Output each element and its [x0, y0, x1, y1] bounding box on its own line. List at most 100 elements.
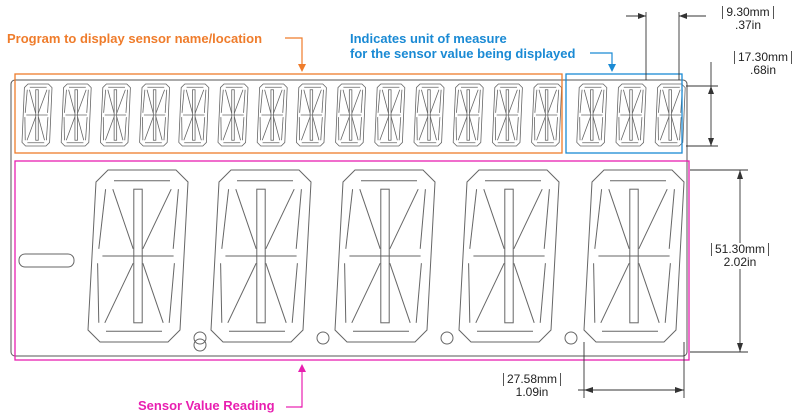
dim-large-width-mm: 27.58mm [502, 373, 562, 386]
large-digit-5-seg-diag-tl [608, 189, 630, 249]
large-digit-1-seg-right-top [172, 189, 179, 249]
small-digit-7-seg-diag-tr [273, 89, 283, 113]
dim-large-width-arrow-r [675, 387, 684, 393]
small-digit-3-seg-vertical [113, 89, 118, 141]
small-digit-13-seg-diag-tl [499, 89, 507, 113]
large-digit-5-seg-right-bottom [664, 263, 671, 323]
small-digit-16-body [615, 83, 647, 147]
small-digit-5 [178, 83, 210, 147]
large-digit-2-seg-left-bottom [220, 263, 223, 323]
small-digit-12-seg-diag-tr [469, 89, 479, 113]
dim-large-height-arrow-b [737, 343, 743, 352]
large-digit-2-dp [316, 331, 330, 345]
large-digit-5-seg-left-bottom [593, 263, 596, 323]
small-digit-16-seg-left-top [618, 89, 622, 113]
small-digit-1-seg-right-bottom [45, 117, 49, 141]
unit-leader [590, 52, 613, 70]
small-digit-16-seg-right-top [641, 89, 644, 113]
small-digit-10-seg-diag-tl [381, 89, 389, 113]
small-digit-13 [491, 83, 523, 147]
small-digit-3-seg-right-top [125, 89, 128, 113]
small-digit-6-seg-diag-tr [234, 89, 244, 113]
large-digit-2-seg-diag-tl [235, 189, 257, 249]
small-digit-17-seg-left-top [658, 89, 661, 113]
large-digit-5-seg-diag-bl [600, 262, 630, 324]
large-digit-4-seg-right-top [543, 189, 550, 249]
unit-frame [565, 73, 683, 154]
small-digit-5-seg-diag-tl [185, 89, 193, 113]
small-digit-14-seg-diag-tl [538, 89, 546, 113]
large-digit-1-seg-right-bottom [168, 263, 175, 323]
value-leader [300, 366, 303, 408]
small-digit-9-seg-diag-br [351, 117, 359, 141]
small-digit-12-seg-right-bottom [477, 117, 480, 141]
small-digit-3-body [99, 83, 131, 147]
large-digit-4-seg-diag-tr [513, 188, 543, 250]
large-digit-2 [210, 169, 330, 345]
small-digit-2-seg-diag-tr [77, 89, 87, 113]
dim-small-width-mm: 9.30mm [722, 6, 774, 19]
small-digit-10-seg-left-top [377, 89, 381, 113]
minus-sign [18, 253, 75, 268]
large-digit-2-seg-diag-bl [227, 262, 257, 324]
large-digit-2-seg-right-bottom [291, 263, 298, 323]
dim-small-height-arrow-b [708, 138, 714, 146]
small-digit-12-seg-vertical [466, 89, 470, 141]
small-digit-8-seg-right-bottom [320, 117, 323, 141]
large-digit-1-body [87, 169, 189, 343]
small-digit-2-seg-vertical [74, 89, 78, 141]
large-digit-4-seg-diag-br [513, 263, 535, 323]
small-digit-12-body [452, 83, 484, 147]
large-digit-1 [87, 169, 207, 345]
small-digit-17-seg-diag-tr [671, 89, 681, 113]
small-digit-15-seg-diag-bl [581, 117, 591, 141]
large-digit-5-seg-left-top [594, 189, 603, 249]
small-digit-14-seg-left-top [534, 89, 538, 113]
small-digit-7-body [256, 83, 288, 147]
small-digit-16-seg-diag-bl [620, 117, 630, 141]
small-digit-7 [256, 83, 288, 147]
small-digit-11-seg-diag-br [430, 117, 437, 141]
small-digit-15-seg-right-top [601, 89, 605, 113]
dim-large-height: 51.30mm 2.02in [700, 243, 780, 269]
small-digit-9-seg-right-bottom [359, 117, 362, 141]
small-digit-2-seg-left-top [64, 89, 67, 113]
unit-label-line2: for the sensor value being displayed [350, 46, 576, 61]
large-digit-5-seg-right-top [668, 189, 675, 249]
small-digit-9-seg-diag-tl [342, 89, 350, 113]
program-leader-arrow [298, 64, 306, 72]
large-digit-3-seg-left-top [345, 189, 354, 249]
large-digit-1-seg-diag-br [142, 263, 164, 323]
small-digit-7-seg-vertical [270, 89, 274, 141]
small-digit-8-seg-diag-br [312, 117, 320, 141]
small-digit-4-seg-diag-bl [144, 117, 154, 141]
small-digit-11-seg-left-top [416, 89, 420, 113]
small-digit-17-seg-diag-br [671, 117, 679, 141]
dimension-lines [578, 12, 748, 398]
small-digit-12 [452, 83, 484, 147]
small-digit-9-seg-diag-tr [351, 89, 361, 113]
small-digit-10-seg-vertical [388, 89, 392, 141]
large-digit-1-seg-left-bottom [97, 263, 100, 323]
dim-large-height-arrow-t [737, 170, 743, 179]
large-digit-2-body [210, 169, 312, 343]
small-digit-8-seg-diag-tl [303, 89, 311, 113]
large-digit-4-seg-diag-bl [475, 262, 505, 324]
large-digit-2-seg-left-top [221, 189, 230, 249]
program-label: Program to display sensor name/location [7, 31, 263, 46]
small-digit-17-seg-vertical [668, 89, 672, 141]
small-digit-17 [654, 83, 686, 147]
small-digit-12-seg-diag-tl [460, 89, 468, 113]
small-digit-15-seg-vertical [590, 89, 594, 141]
value-leader-arrow [298, 364, 306, 372]
small-digit-10-seg-diag-bl [379, 117, 389, 141]
small-digit-4-seg-left-top [142, 89, 146, 113]
dim-small-height-mm: 17.30mm [733, 51, 793, 64]
small-digit-1-seg-diag-br [38, 117, 45, 141]
small-digit-15-seg-left-top [579, 89, 583, 113]
small-digit-3 [99, 83, 131, 147]
large-digit-1-dp [193, 331, 207, 345]
large-digit-1-seg-diag-tr [142, 188, 172, 250]
large-digit-3-dp [440, 331, 454, 345]
